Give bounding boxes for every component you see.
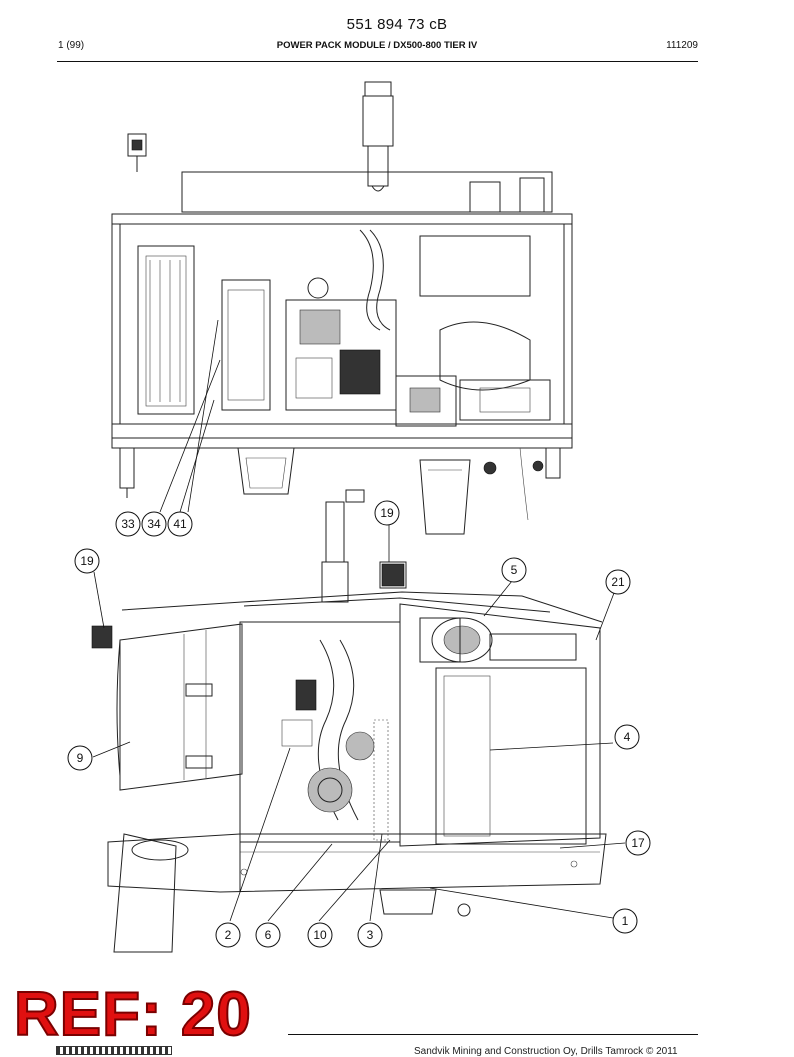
callout-label: 1 — [622, 914, 629, 928]
callout-9: 9 — [67, 745, 93, 771]
callout-label: 3 — [367, 928, 374, 942]
footer-rule — [288, 1034, 698, 1035]
callout-label: 10 — [313, 928, 327, 942]
callout-1: 1 — [612, 908, 638, 934]
callout-label: 4 — [624, 730, 631, 744]
callout-label: 19 — [380, 506, 394, 520]
callout-label: 17 — [631, 836, 645, 850]
callout-19-top: 19 — [374, 500, 400, 526]
callout-10: 10 — [307, 922, 333, 948]
iso-view-drawing — [91, 489, 607, 953]
callout-label: 9 — [77, 751, 84, 765]
callout-label: 6 — [265, 928, 272, 942]
callout-label: 2 — [225, 928, 232, 942]
callout-4: 4 — [614, 724, 640, 750]
top-view-drawing — [111, 81, 573, 535]
callouts: 33 34 41 19 19 5 21 4 — [67, 319, 651, 948]
ref-stamp: REF: 20 — [13, 980, 252, 1049]
callout-6: 6 — [255, 922, 281, 948]
callout-33: 33 — [115, 511, 141, 537]
sandvik-logo-strip — [56, 1046, 172, 1055]
callout-label: 5 — [511, 563, 518, 577]
callout-label: 19 — [80, 554, 94, 568]
footer-copyright: Sandvik Mining and Construction Oy, Dril… — [414, 1046, 678, 1057]
callout-21: 21 — [605, 569, 631, 595]
callout-41: 41 — [167, 511, 193, 537]
callout-label: 41 — [173, 517, 187, 531]
callout-label: 21 — [611, 575, 625, 589]
callout-17: 17 — [625, 830, 651, 856]
callout-2: 2 — [215, 922, 241, 948]
callout-3: 3 — [357, 922, 383, 948]
header-rule — [57, 61, 698, 62]
callout-label: 34 — [147, 517, 161, 531]
callout-5: 5 — [501, 557, 527, 583]
callout-label: 33 — [121, 517, 135, 531]
page-indicator: 1 (99) — [58, 40, 85, 51]
callout-19-left: 19 — [74, 548, 100, 574]
date-code: 111209 — [666, 40, 698, 51]
callout-34: 34 — [141, 511, 167, 537]
document-title: POWER PACK MODULE / DX500-800 TIER IV — [276, 40, 478, 51]
document-number: 551 894 73 cB — [346, 16, 448, 33]
